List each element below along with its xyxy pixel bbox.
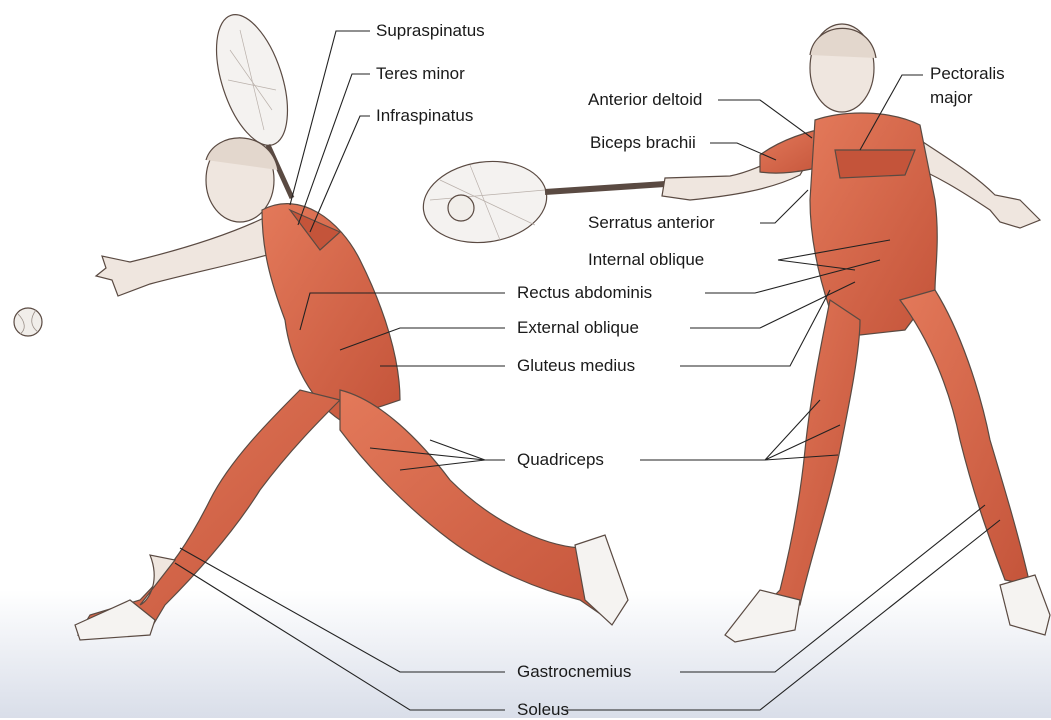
label-anterior-deltoid: Anterior deltoid bbox=[588, 90, 702, 110]
label-pectoralis-major-line2: major bbox=[930, 88, 973, 108]
label-infraspinatus: Infraspinatus bbox=[376, 106, 473, 126]
label-pectoralis-major-line1: Pectoralis bbox=[930, 64, 1005, 84]
label-soleus: Soleus bbox=[517, 700, 569, 720]
left-extended-arm bbox=[96, 215, 285, 296]
right-figure-right-leg bbox=[900, 290, 1030, 585]
label-biceps-brachii: Biceps brachii bbox=[590, 133, 696, 153]
leader-anterior-deltoid bbox=[718, 100, 812, 138]
label-quadriceps: Quadriceps bbox=[517, 450, 604, 470]
label-external-oblique: External oblique bbox=[517, 318, 639, 338]
right-racket bbox=[418, 154, 665, 250]
leader-supraspinatus bbox=[290, 31, 370, 205]
leader-quadriceps bbox=[370, 400, 840, 470]
label-supraspinatus: Supraspinatus bbox=[376, 21, 485, 41]
right-figure-left-leg bbox=[770, 300, 860, 605]
label-gluteus-medius: Gluteus medius bbox=[517, 356, 635, 376]
label-serratus-anterior: Serratus anterior bbox=[588, 213, 715, 233]
label-internal-oblique: Internal oblique bbox=[588, 250, 704, 270]
label-teres-minor: Teres minor bbox=[376, 64, 465, 84]
label-gastrocnemius: Gastrocnemius bbox=[517, 662, 631, 682]
label-rectus-abdominis: Rectus abdominis bbox=[517, 283, 652, 303]
leader-serratus-anterior bbox=[760, 190, 808, 223]
leader-teres-minor bbox=[298, 74, 370, 225]
